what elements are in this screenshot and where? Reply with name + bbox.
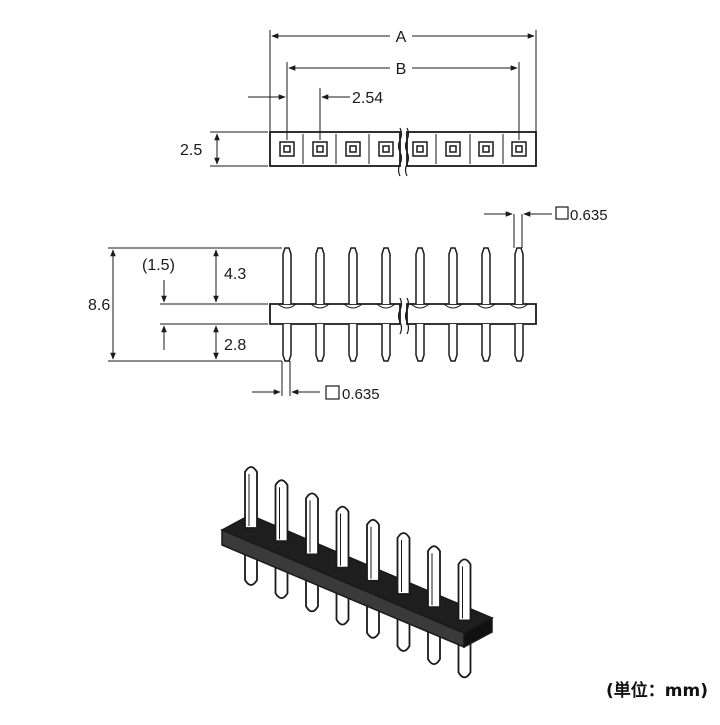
- side-pin-lower: [514, 324, 524, 362]
- iso-upper-pins: [244, 466, 472, 622]
- top-pin-core: [382, 145, 390, 153]
- dim-a-label: A: [396, 29, 407, 46]
- side-view: [108, 211, 552, 396]
- side-pin-lower: [315, 324, 325, 362]
- top-pin-square: [412, 141, 428, 157]
- side-pin-lower: [415, 324, 425, 362]
- side-body-notch: [410, 303, 430, 309]
- pin-square-bottom-label: 0.635: [342, 386, 380, 403]
- unit-note: (単位：mm): [606, 681, 708, 701]
- top-body-left: [269, 131, 401, 167]
- iso-upper-pin: [396, 532, 411, 595]
- side-pin-lower: [282, 324, 292, 362]
- top-body-right: [406, 131, 537, 167]
- top-view: [210, 30, 537, 177]
- upper-pin-label: 4.3: [224, 266, 246, 283]
- top-pin-square: [478, 141, 494, 157]
- iso-body-end: [463, 616, 493, 649]
- body-height-label: (1.5): [142, 257, 175, 274]
- side-body-notch: [310, 303, 330, 309]
- iso-upper-pin: [366, 518, 380, 582]
- side-pin-upper: [315, 247, 325, 304]
- top-pin-core: [515, 145, 523, 153]
- side-body-notch: [476, 303, 496, 309]
- height-label: 2.5: [180, 142, 202, 159]
- side-pin-upper: [448, 247, 458, 304]
- dim-b-label: B: [396, 61, 407, 78]
- top-pin-square: [511, 141, 527, 157]
- iso-body-top: [220, 514, 494, 634]
- iso-upper-pin: [305, 492, 319, 556]
- side-pins: [277, 247, 529, 362]
- pin-square-top-label: 0.635: [570, 207, 608, 224]
- side-pin-lower: [481, 324, 491, 362]
- lower-pin-label: 2.8: [224, 337, 246, 354]
- side-body-notch: [343, 303, 363, 309]
- side-body-notch: [509, 303, 529, 309]
- top-pin-core: [349, 145, 357, 153]
- side-pin-upper: [381, 247, 391, 304]
- iso-upper-pin: [274, 479, 289, 543]
- side-pin-upper: [415, 247, 425, 304]
- top-pin-square: [378, 141, 394, 157]
- top-pin-square: [445, 141, 461, 157]
- isometric-view: [220, 466, 494, 679]
- top-pin-core: [316, 145, 324, 153]
- top-pin-square: [312, 141, 328, 157]
- side-pin-upper: [348, 247, 358, 304]
- iso-upper-pin: [457, 558, 472, 622]
- top-pin-core: [283, 145, 291, 153]
- side-pin-upper: [282, 247, 292, 304]
- square-symbol-top: [555, 206, 569, 220]
- top-pin-square: [279, 141, 295, 157]
- side-body-notch: [443, 303, 463, 309]
- iso-lower-pin: [457, 637, 472, 679]
- side-pin-upper: [481, 247, 491, 304]
- top-pin-core: [416, 145, 424, 153]
- top-pin-core: [482, 145, 490, 153]
- iso-upper-pin: [244, 466, 258, 529]
- top-pin-square: [345, 141, 361, 157]
- total-length-label: 8.6: [88, 297, 110, 314]
- side-pin-lower: [348, 324, 358, 362]
- side-pin-upper: [514, 247, 524, 304]
- side-pin-lower: [448, 324, 458, 362]
- pitch-label: 2.54: [352, 90, 383, 107]
- iso-upper-pin: [335, 505, 350, 569]
- side-body-notch: [277, 303, 297, 309]
- square-symbol-bottom: [325, 385, 340, 400]
- top-pin-core: [449, 145, 457, 153]
- side-body-notch: [376, 303, 396, 309]
- top-pin-squares: [279, 141, 527, 157]
- side-body-right: [406, 303, 537, 325]
- iso-upper-pin: [427, 545, 441, 609]
- side-pin-lower: [381, 324, 391, 362]
